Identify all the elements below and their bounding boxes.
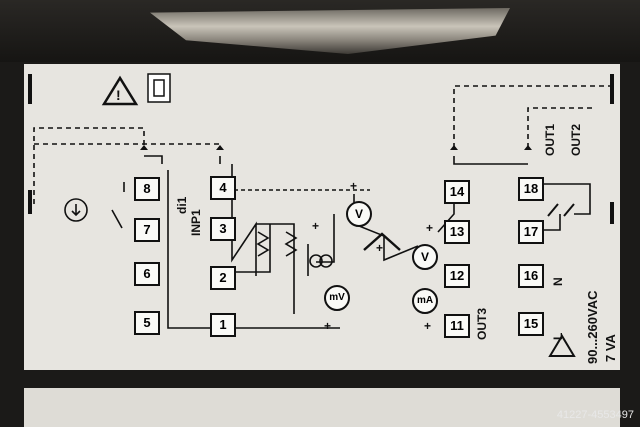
terminal-15-label: 15 <box>523 316 539 331</box>
plus-sign-5: + <box>324 319 332 333</box>
label-inp1: INP1 <box>189 209 203 236</box>
terminal-17-label: 17 <box>523 224 539 239</box>
label-l: L <box>551 332 565 340</box>
terminal-17: 17 <box>518 220 544 244</box>
terminal-1: 1 <box>210 313 236 337</box>
wiring-diagram: ! <box>28 73 614 357</box>
terminal-1-label: 1 <box>219 317 227 332</box>
manual-icon <box>147 73 171 103</box>
plus-sign-6: + <box>424 319 432 333</box>
terminal-3-label: 3 <box>219 221 227 236</box>
svg-text:!: ! <box>116 87 121 103</box>
plus-sign-4: + <box>426 221 434 235</box>
terminal-7-label: 7 <box>143 222 151 237</box>
terminal-13: 13 <box>444 220 470 244</box>
watermark: 41227-4553497 <box>556 409 634 421</box>
terminal-4: 4 <box>210 176 236 200</box>
terminal-16-label: 16 <box>523 268 539 283</box>
terminal-8-label: 8 <box>143 181 151 196</box>
terminal-5-label: 5 <box>143 315 151 330</box>
terminal-11-label: 11 <box>450 318 464 333</box>
plus-sign-1: + <box>350 179 358 193</box>
terminal-14-label: 14 <box>449 184 465 199</box>
output-voltmeter-symbol: V <box>412 244 438 270</box>
dashed-link-right <box>453 85 612 148</box>
milliamp-label: mA <box>416 295 434 306</box>
terminal-8: 8 <box>134 177 160 201</box>
terminal-14: 14 <box>444 180 470 204</box>
terminal-13-label: 13 <box>449 224 465 239</box>
terminal-2: 2 <box>210 266 236 290</box>
terminal-7: 7 <box>134 218 160 242</box>
plus-sign-3: + <box>376 241 384 255</box>
warning-icon-small <box>548 334 576 357</box>
terminal-15: 15 <box>518 312 544 336</box>
milliamp-meter-symbol: mA <box>412 288 438 314</box>
terminal-5: 5 <box>134 311 160 335</box>
millivolt-label: mV <box>329 292 345 303</box>
terminal-12: 12 <box>444 264 470 288</box>
terminal-6-label: 6 <box>143 266 151 281</box>
voltmeter-symbol: V <box>346 201 372 227</box>
warning-icon: ! <box>101 75 139 106</box>
plus-sign-2: + <box>312 219 320 233</box>
output-voltmeter-label: V <box>420 250 429 264</box>
terminal-18-label: 18 <box>523 181 539 196</box>
terminal-18: 18 <box>518 177 544 201</box>
arrow-marks <box>140 145 532 150</box>
millivolt-meter-symbol: mV <box>324 285 350 311</box>
label-out2: OUT2 <box>569 123 583 156</box>
dashed-link-left <box>33 127 145 204</box>
wiring-label-panel: ! 8 7 6 5 4 3 2 1 14 13 12 11 18 17 16 1… <box>24 64 620 370</box>
terminal-3: 3 <box>210 217 236 241</box>
terminal-4-label: 4 <box>219 180 227 195</box>
terminal-12-label: 12 <box>449 268 465 283</box>
label-n: N <box>551 277 565 286</box>
lower-label-strip <box>24 388 620 427</box>
wire-8 <box>144 155 163 164</box>
label-di1: di1 <box>175 196 189 214</box>
label-voltage: 90...260VAC <box>585 290 600 364</box>
terminal-11: 11 <box>444 314 470 338</box>
terminal-6: 6 <box>134 262 160 286</box>
label-out3: OUT3 <box>475 307 489 340</box>
label-out1: OUT1 <box>543 123 557 156</box>
terminal-2-label: 2 <box>219 270 227 285</box>
terminal-16: 16 <box>518 264 544 288</box>
label-power: 7 VA <box>603 334 618 362</box>
voltmeter-label: V <box>354 207 363 221</box>
